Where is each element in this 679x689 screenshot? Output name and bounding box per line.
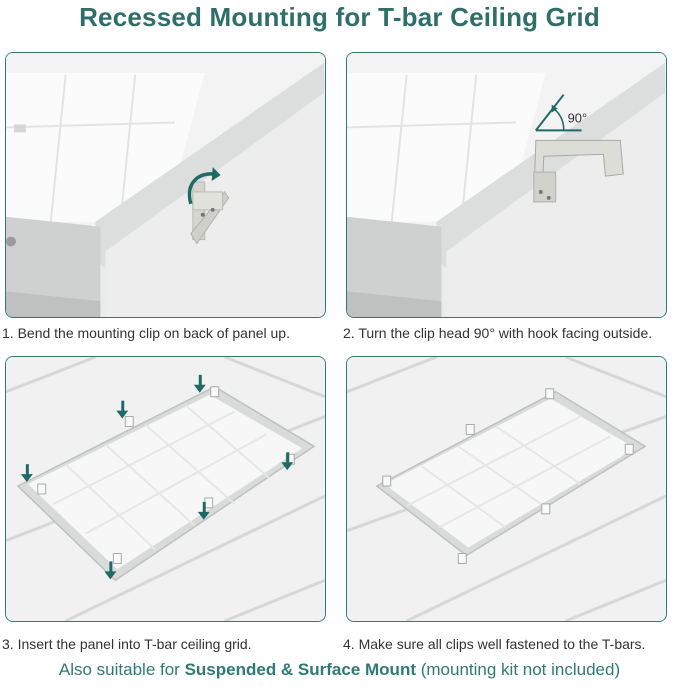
- step-1-image: [5, 52, 326, 318]
- step-2-image: 90°: [346, 52, 667, 318]
- step-3-caption: 3. Insert the panel into T-bar ceiling g…: [2, 636, 252, 652]
- mounting-clip: [190, 181, 230, 245]
- mounting-clip: [533, 139, 624, 203]
- step-3-image: [5, 356, 326, 622]
- bend-arrow-icon: [187, 172, 215, 205]
- step-4-caption: 4. Make sure all clips well fastened to …: [343, 636, 646, 652]
- step-4-image: [346, 356, 667, 622]
- footer-prefix: Also suitable for: [58, 660, 185, 679]
- step-2-caption: 2. Turn the clip head 90° with hook faci…: [343, 325, 653, 341]
- footer-note: Also suitable for Suspended & Surface Mo…: [0, 659, 679, 681]
- angle-label: 90°: [568, 110, 588, 125]
- insert-arrows: [20, 374, 294, 580]
- footer-suffix: (mounting kit not included): [416, 660, 621, 679]
- step-1-caption: 1. Bend the mounting clip on back of pan…: [2, 325, 290, 341]
- page-title: Recessed Mounting for T-bar Ceiling Grid: [79, 2, 600, 32]
- angle-marker-icon: [535, 94, 582, 132]
- footer-emphasis: Suspended & Surface Mount: [184, 660, 416, 679]
